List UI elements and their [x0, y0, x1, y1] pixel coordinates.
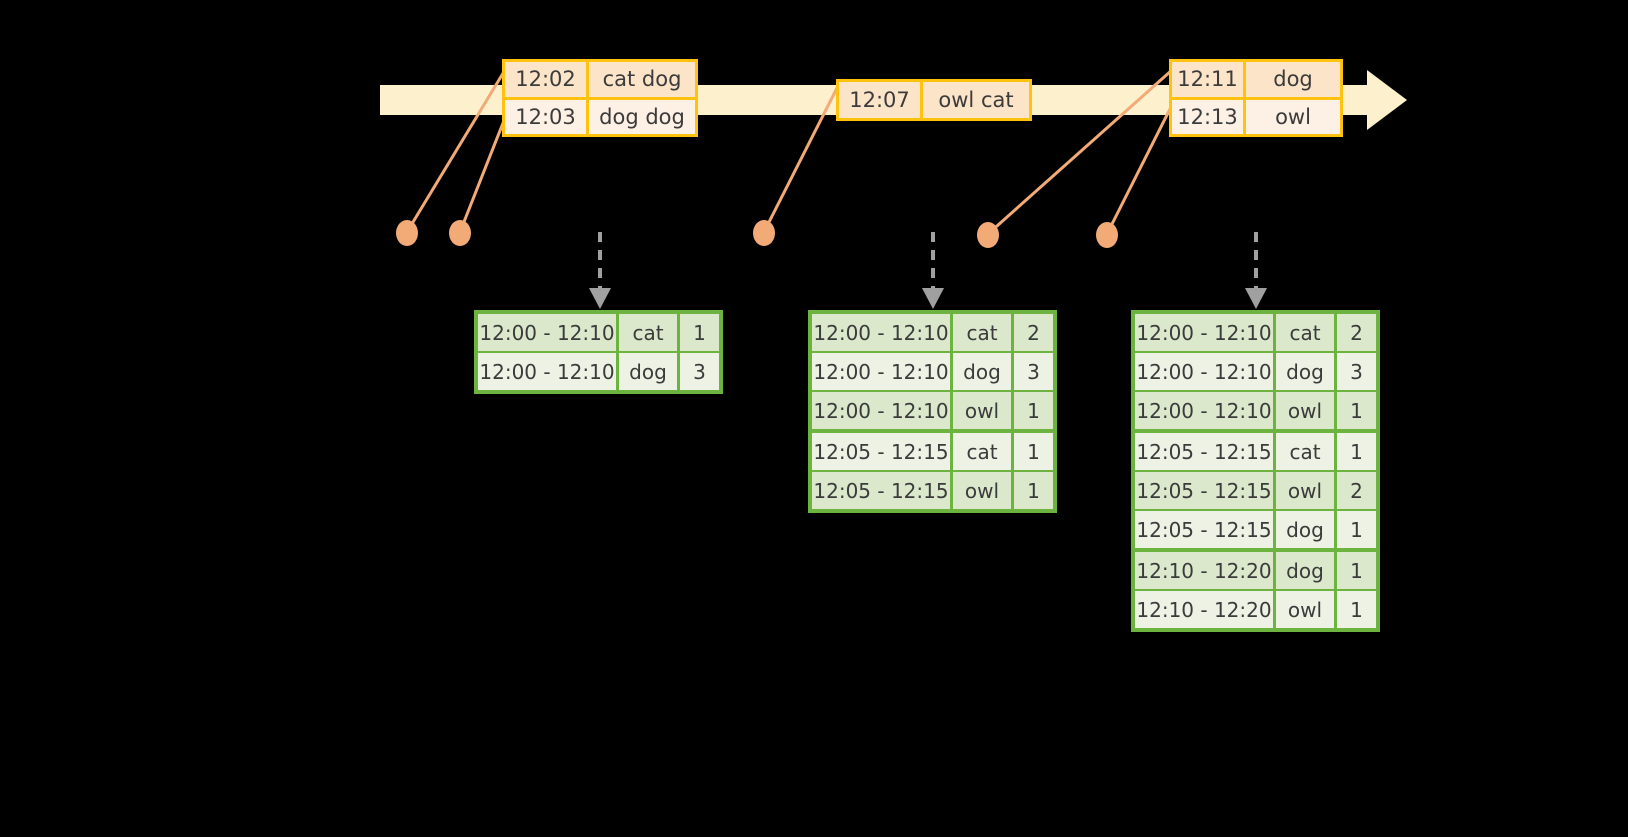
- count-cell: 3: [1337, 353, 1376, 390]
- dashed-arrow-1: [589, 232, 611, 309]
- count-cell: 1: [1014, 392, 1053, 429]
- event-words: owl cat: [923, 82, 1029, 118]
- word-cell: cat: [1276, 433, 1337, 470]
- count-cell: 3: [680, 353, 719, 390]
- count-cell: 1: [1014, 472, 1053, 509]
- event-time: 12:13: [1172, 99, 1246, 134]
- word-cell: owl: [1276, 392, 1337, 429]
- table-section: 12:10 - 12:20 dog 1 12:10 - 12:20 owl 1: [1135, 548, 1376, 628]
- event-dot-1: [396, 220, 418, 246]
- window-cell: 12:00 - 12:10: [1135, 392, 1276, 429]
- count-cell: 1: [1337, 433, 1376, 470]
- table-row: 12:00 - 12:10 cat 2: [1135, 314, 1376, 351]
- window-cell: 12:05 - 12:15: [1135, 511, 1276, 548]
- table-row: 12:00 - 12:10 cat 2: [812, 314, 1053, 351]
- window-cell: 12:10 - 12:20: [1135, 552, 1276, 589]
- table-row: 12:00 - 12:10 owl 1: [1135, 390, 1376, 429]
- event-box-group-3: 12:11 dog 12:13 owl: [1169, 59, 1343, 137]
- window-cell: 12:00 - 12:10: [812, 392, 953, 429]
- event-row: 12:13 owl: [1172, 96, 1340, 134]
- window-cell: 12:00 - 12:10: [812, 314, 953, 351]
- count-cell: 2: [1014, 314, 1053, 351]
- table-row: 12:00 - 12:10 dog 3: [812, 351, 1053, 390]
- word-cell: cat: [1276, 314, 1337, 351]
- window-cell: 12:00 - 12:10: [478, 314, 619, 351]
- dashed-arrow-2: [922, 232, 944, 309]
- word-cell: owl: [953, 472, 1014, 509]
- table-section: 12:05 - 12:15 cat 1 12:05 - 12:15 owl 1: [812, 429, 1053, 509]
- event-row: 12:02 cat dog: [505, 62, 695, 97]
- event-row: 12:11 dog: [1172, 62, 1340, 97]
- table-row: 12:10 - 12:20 dog 1: [1135, 552, 1376, 589]
- event-box-group-2: 12:07 owl cat: [836, 79, 1032, 121]
- table-row: 12:10 - 12:20 owl 1: [1135, 589, 1376, 628]
- timeline-arrowhead: [1367, 70, 1407, 130]
- table-row: 12:00 - 12:10 cat 1: [478, 314, 719, 351]
- event-time: 12:03: [505, 99, 589, 134]
- connector-lines: [405, 68, 1174, 236]
- count-cell: 1: [1014, 433, 1053, 470]
- window-cell: 12:10 - 12:20: [1135, 591, 1276, 628]
- table-row: 12:05 - 12:15 cat 1: [1135, 433, 1376, 470]
- event-time: 12:11: [1172, 62, 1246, 97]
- table-section: 12:00 - 12:10 cat 1 12:00 - 12:10 dog 3: [478, 314, 719, 390]
- table-row: 12:05 - 12:15 dog 1: [1135, 509, 1376, 548]
- word-cell: dog: [953, 353, 1014, 390]
- event-row: 12:07 owl cat: [839, 82, 1029, 118]
- table-row: 12:00 - 12:10 dog 3: [1135, 351, 1376, 390]
- count-cell: 2: [1337, 472, 1376, 509]
- window-cell: 12:05 - 12:15: [1135, 472, 1276, 509]
- event-words: cat dog: [589, 62, 695, 97]
- event-dot-5: [1096, 222, 1118, 248]
- window-cell: 12:05 - 12:15: [812, 472, 953, 509]
- event-time: 12:07: [839, 82, 923, 118]
- count-cell: 1: [1337, 552, 1376, 589]
- count-cell: 1: [680, 314, 719, 351]
- event-dot-3: [753, 220, 775, 246]
- table-row: 12:00 - 12:10 dog 3: [478, 351, 719, 390]
- event-dot-2: [449, 220, 471, 246]
- window-cell: 12:00 - 12:10: [1135, 314, 1276, 351]
- word-cell: cat: [953, 433, 1014, 470]
- result-table-3: 12:00 - 12:10 cat 2 12:00 - 12:10 dog 3 …: [1131, 310, 1380, 632]
- count-cell: 3: [1014, 353, 1053, 390]
- event-words: dog dog: [589, 99, 695, 134]
- window-cell: 12:00 - 12:10: [1135, 353, 1276, 390]
- count-cell: 1: [1337, 511, 1376, 548]
- event-box-group-1: 12:02 cat dog 12:03 dog dog: [502, 59, 698, 137]
- event-row: 12:03 dog dog: [505, 96, 695, 134]
- table-row: 12:05 - 12:15 cat 1: [812, 433, 1053, 470]
- table-section: 12:00 - 12:10 cat 2 12:00 - 12:10 dog 3 …: [1135, 314, 1376, 429]
- word-cell: owl: [953, 392, 1014, 429]
- window-cell: 12:05 - 12:15: [812, 433, 953, 470]
- window-cell: 12:00 - 12:10: [812, 353, 953, 390]
- event-dot-4: [977, 222, 999, 248]
- word-cell: dog: [1276, 511, 1337, 548]
- count-cell: 1: [1337, 591, 1376, 628]
- count-cell: 1: [1337, 392, 1376, 429]
- count-cell: 2: [1337, 314, 1376, 351]
- table-row: 12:05 - 12:15 owl 1: [812, 470, 1053, 509]
- word-cell: cat: [953, 314, 1014, 351]
- word-cell: owl: [1276, 591, 1337, 628]
- dashed-arrow-3: [1245, 232, 1267, 309]
- table-section: 12:00 - 12:10 cat 2 12:00 - 12:10 dog 3 …: [812, 314, 1053, 429]
- table-section: 12:05 - 12:15 cat 1 12:05 - 12:15 owl 2 …: [1135, 429, 1376, 548]
- table-row: 12:00 - 12:10 owl 1: [812, 390, 1053, 429]
- window-cell: 12:00 - 12:10: [478, 353, 619, 390]
- event-words: dog: [1246, 62, 1340, 97]
- window-cell: 12:05 - 12:15: [1135, 433, 1276, 470]
- word-cell: dog: [1276, 353, 1337, 390]
- result-table-2: 12:00 - 12:10 cat 2 12:00 - 12:10 dog 3 …: [808, 310, 1057, 513]
- result-table-1: 12:00 - 12:10 cat 1 12:00 - 12:10 dog 3: [474, 310, 723, 394]
- word-cell: owl: [1276, 472, 1337, 509]
- word-cell: dog: [619, 353, 680, 390]
- event-time: 12:02: [505, 62, 589, 97]
- table-row: 12:05 - 12:15 owl 2: [1135, 470, 1376, 509]
- word-cell: cat: [619, 314, 680, 351]
- word-cell: dog: [1276, 552, 1337, 589]
- event-words: owl: [1246, 99, 1340, 134]
